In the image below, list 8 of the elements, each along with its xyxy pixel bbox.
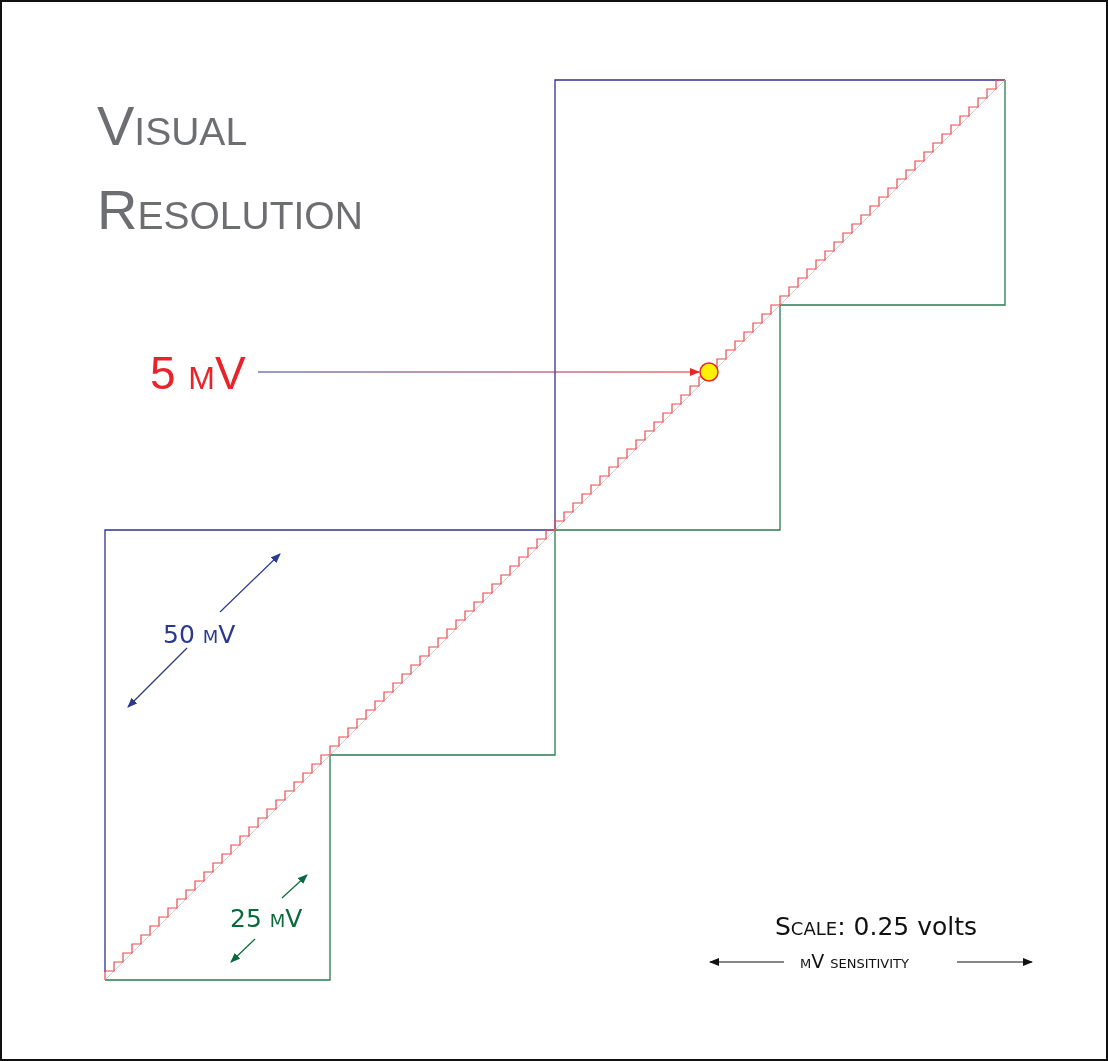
sensitivity-label: mV sensitivity — [800, 952, 909, 971]
dimension-label: 25 mV — [230, 906, 303, 931]
leader-arrow — [257, 368, 700, 376]
marker-dot — [699, 362, 719, 382]
value-label: 5 mV — [150, 350, 246, 396]
title: Visual Resolution — [97, 93, 364, 243]
dimension-label: 50 mV — [163, 622, 236, 647]
scale-label: Scale: 0.25 volts — [775, 914, 977, 939]
